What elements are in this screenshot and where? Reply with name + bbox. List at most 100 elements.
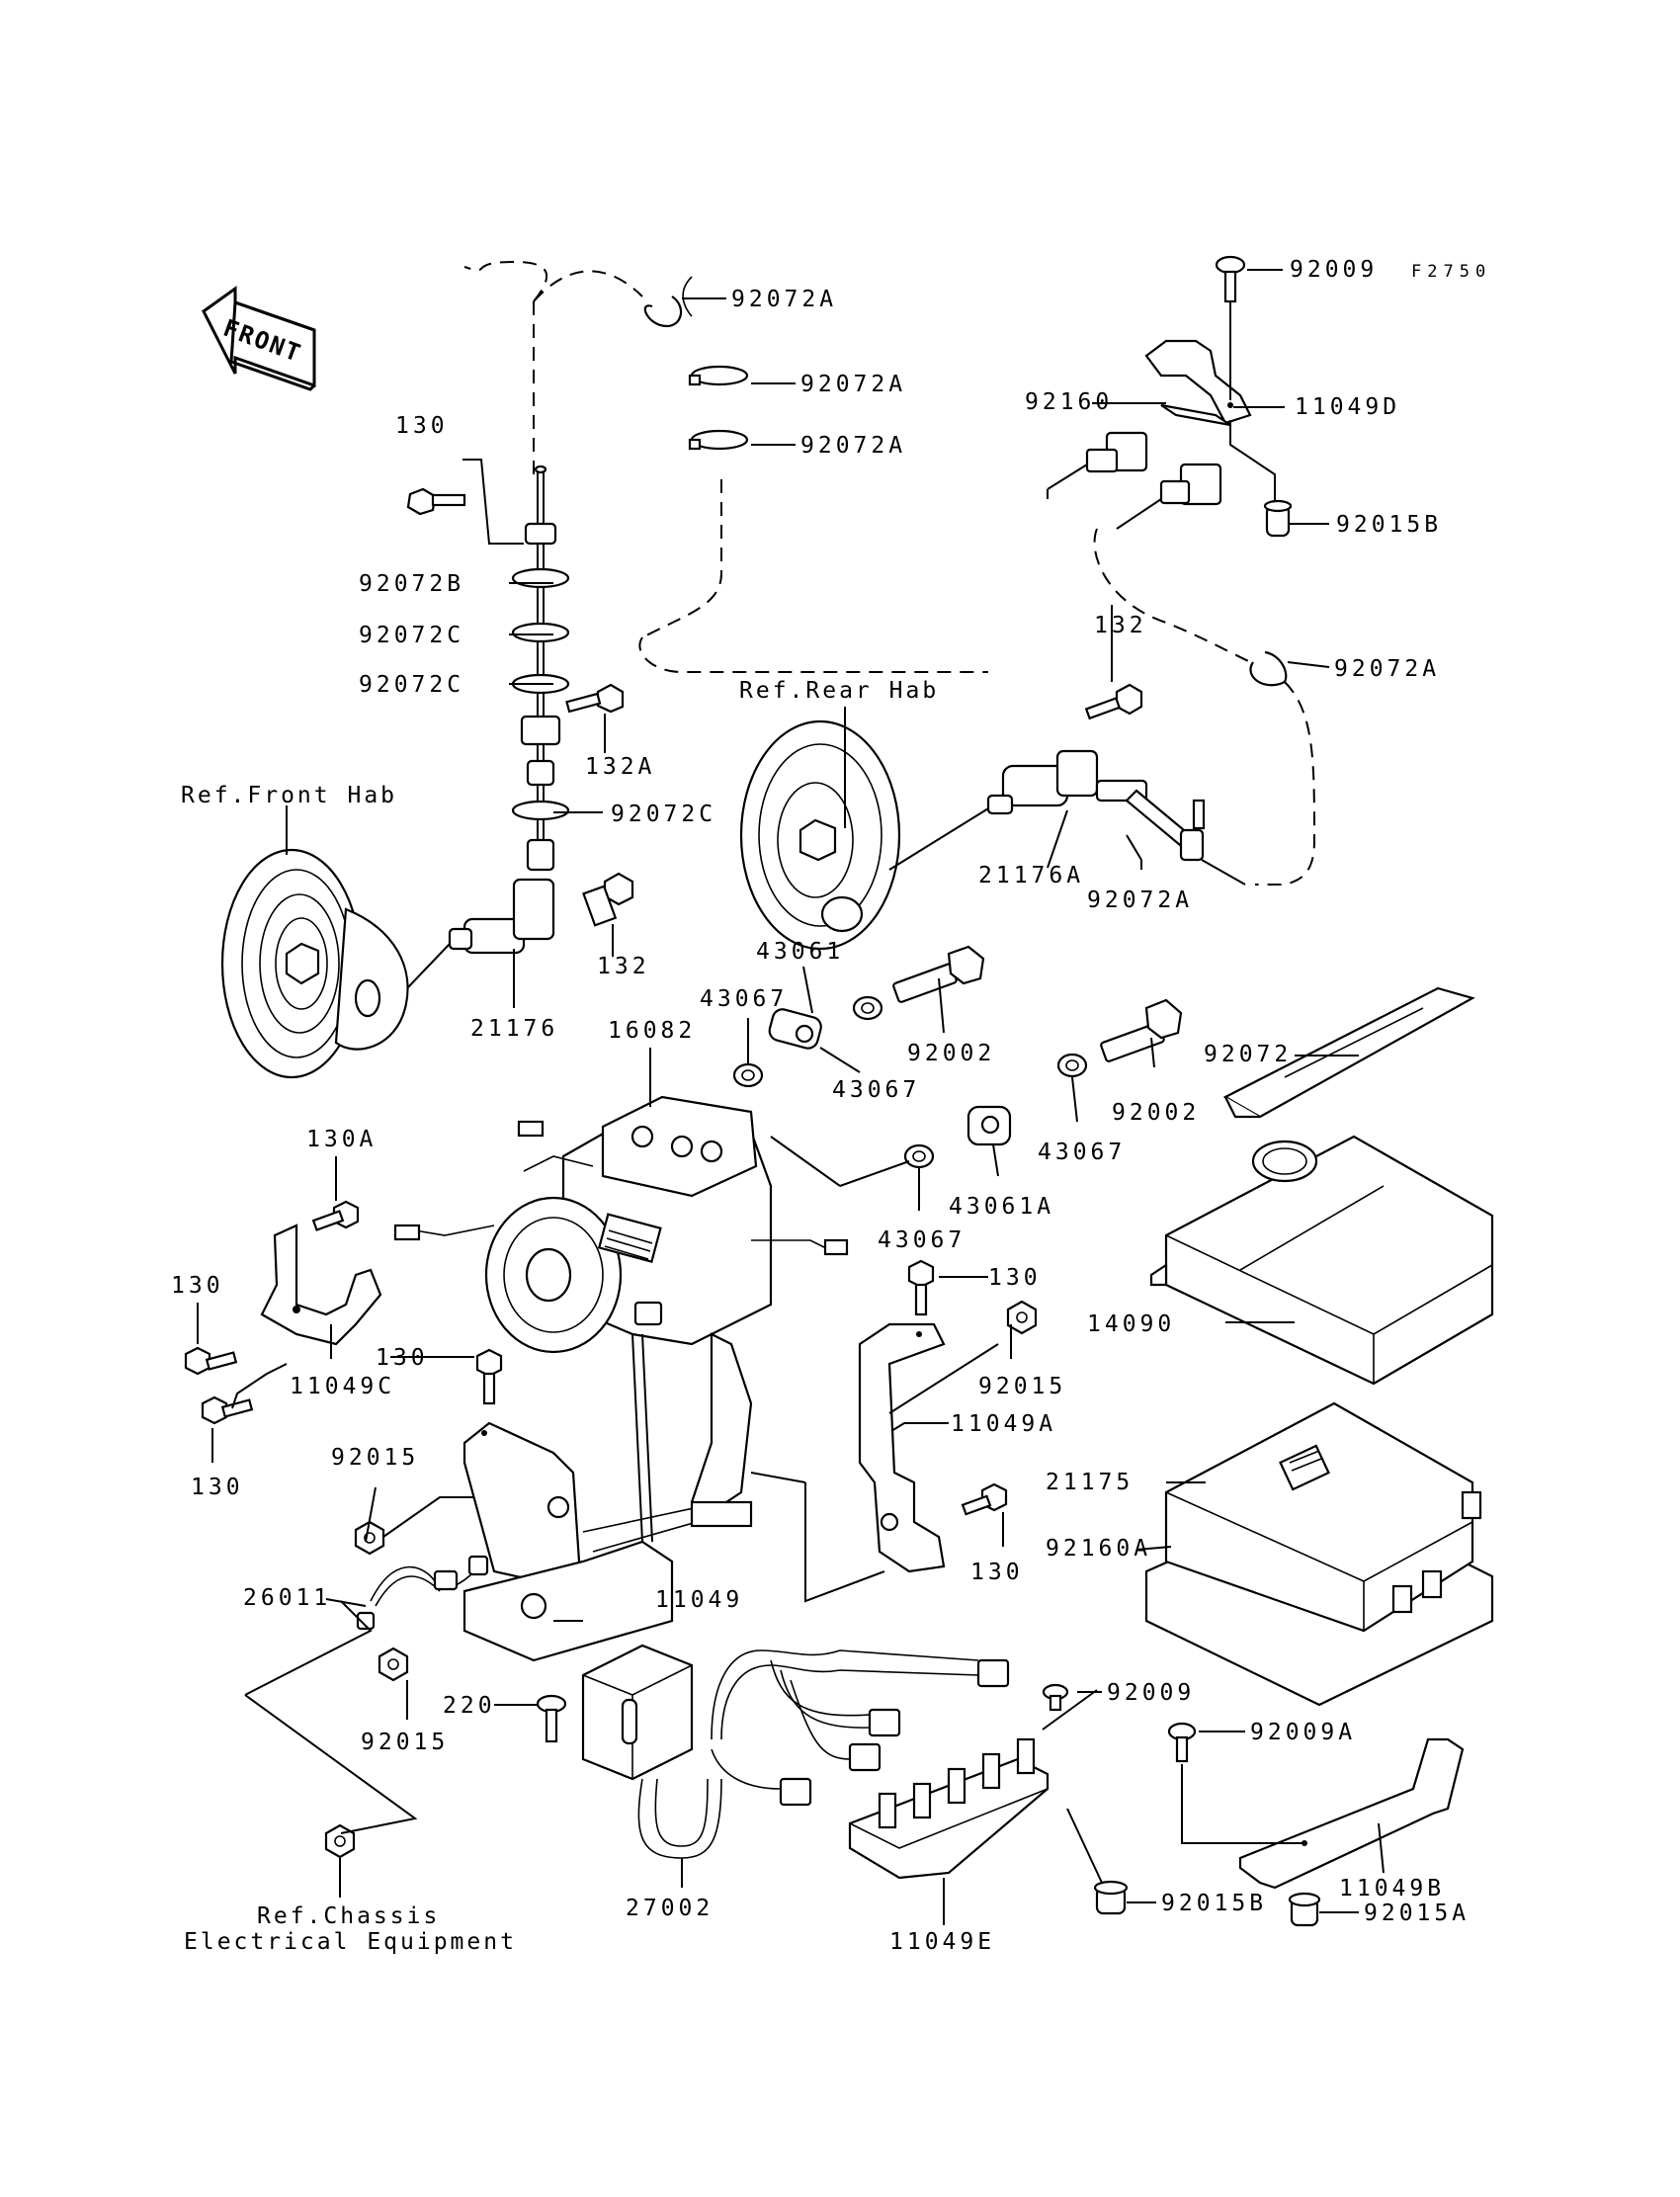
banjo-bolt-92002-a: [892, 945, 985, 1003]
bolt-92009-top: [1215, 255, 1246, 303]
label-92009A: 92009A: [1250, 1720, 1356, 1745]
clamp-92072A-right: [1249, 650, 1288, 687]
label-92009-mid: 92009: [1107, 1680, 1195, 1706]
label-21176A: 21176A: [978, 863, 1084, 888]
bolt-92009-mid: [1042, 1683, 1069, 1712]
front-wheel-sensor-21176: [406, 878, 555, 989]
bolt-92009A: [1167, 1722, 1197, 1763]
washer-43067-b: [852, 995, 883, 1021]
label-43061A: 43061A: [949, 1194, 1054, 1220]
label-rear-hub-ref: Ref.Rear Hab: [739, 678, 939, 704]
rear-wheel-sensor-21176A: [986, 749, 1246, 886]
label-14090: 14090: [1087, 1311, 1175, 1337]
harness-26011: [356, 1555, 489, 1631]
label-92072A-4: 92072A: [1334, 656, 1440, 682]
label-11049A: 11049A: [951, 1411, 1056, 1437]
rear-hub: [739, 719, 994, 951]
bolt-130-right: [907, 1259, 935, 1316]
clamp-92072A-top: [643, 276, 693, 328]
bolt-220: [536, 1694, 567, 1743]
label-92015B-top: 92015B: [1336, 512, 1442, 538]
label-92002-2: 92002: [1112, 1100, 1200, 1126]
label-43067-2: 43067: [832, 1077, 920, 1103]
washer-43067-a: [732, 1062, 764, 1088]
label-43067-3: 43067: [1038, 1140, 1126, 1165]
label-92015A: 92015A: [1364, 1901, 1470, 1926]
grommet-92015B-bottom: [1093, 1880, 1129, 1915]
label-43067-1: 43067: [700, 986, 788, 1012]
label-130-bracket-top: 130: [988, 1265, 1042, 1291]
nut-92015-mid: [1006, 1300, 1038, 1335]
figure-code: F2750: [1411, 262, 1491, 282]
nut-92015-lower: [378, 1647, 409, 1682]
clamp-92072A-3: [688, 429, 749, 451]
label-92072C-1: 92072C: [359, 623, 464, 648]
control-unit-21175: [1164, 1401, 1482, 1633]
label-chassis-ref-1: Ref.Chassis: [257, 1903, 440, 1929]
label-21176: 21176: [470, 1016, 558, 1042]
grommet-92015B-top: [1263, 499, 1293, 538]
label-92072A-1: 92072A: [731, 287, 837, 312]
label-chassis-ref-2: Electrical Equipment: [184, 1929, 517, 1955]
bolt-130-top: [406, 487, 466, 516]
label-130-left: 130: [171, 1273, 224, 1299]
bolt-130-left: [184, 1346, 238, 1376]
bolt-130-mid: [475, 1348, 503, 1405]
label-130-top: 130: [395, 413, 449, 439]
label-21175: 21175: [1046, 1470, 1134, 1495]
label-92002-1: 92002: [907, 1041, 995, 1066]
part-labels: 92009 92072A 92072A 92072A 92160 11049D …: [171, 257, 1470, 1955]
label-130-mid: 130: [376, 1345, 429, 1371]
label-92015B-bottom: 92015B: [1161, 1891, 1267, 1916]
label-front-hub-ref: Ref.Front Hab: [181, 783, 397, 808]
label-220: 220: [443, 1693, 496, 1719]
bolt-130-bracket: [961, 1482, 1008, 1516]
grommet-92015A: [1288, 1892, 1321, 1927]
connector-right-top: [1116, 463, 1222, 530]
union-43061: [768, 1008, 822, 1050]
label-16082: 16082: [608, 1018, 696, 1044]
strap-92072: [1222, 986, 1475, 1119]
label-11049E: 11049E: [889, 1929, 995, 1955]
label-92072A-5: 92072A: [1087, 887, 1193, 913]
sensor-cable-paths: [463, 260, 1316, 886]
clamp-92072A-2: [688, 365, 749, 386]
frame-11049: [462, 1332, 753, 1662]
label-27002: 27002: [626, 1896, 714, 1921]
label-92072: 92072: [1204, 1042, 1292, 1067]
union-43061A: [966, 1105, 1012, 1146]
leader-lines-center: [750, 1343, 999, 1603]
brake-line-b: [839, 1160, 910, 1187]
label-26011: 26011: [243, 1585, 331, 1611]
washer-43067-c: [1056, 1053, 1088, 1078]
label-92015-mid: 92015: [978, 1374, 1066, 1399]
label-92015-lower: 92015: [361, 1730, 449, 1755]
front-sensor-rod: [511, 465, 570, 872]
nut-chassis: [324, 1823, 356, 1859]
label-132-rear: 132: [1094, 613, 1147, 638]
front-arrow-icon: FRONT: [202, 286, 316, 391]
nut-92015-left: [354, 1520, 385, 1556]
bolt-132-front: [582, 872, 634, 927]
label-92072C-2: 92072C: [359, 672, 464, 698]
bracket-11049A: [858, 1322, 946, 1573]
washer-43067-d: [903, 1143, 935, 1169]
label-92160A: 92160A: [1046, 1536, 1151, 1562]
label-92015-left: 92015: [331, 1445, 419, 1471]
ecu-14090: [1149, 1135, 1494, 1386]
bracket-11049D: [1144, 339, 1252, 425]
bolt-130-lower-left: [201, 1395, 254, 1425]
relay-27002: [581, 1644, 722, 1859]
connector-left-top: [1047, 431, 1148, 499]
banjo-bolt-92002-b: [1100, 998, 1183, 1062]
hydraulic-unit-16082: [393, 1095, 849, 1354]
label-92072B: 92072B: [359, 571, 464, 597]
label-43067-4: 43067: [878, 1227, 966, 1253]
bracket-11049C: [260, 1224, 382, 1346]
brake-line-a: [770, 1136, 841, 1187]
bracket-11049B: [1238, 1737, 1465, 1890]
label-132A: 132A: [585, 754, 655, 780]
label-92072A-2: 92072A: [800, 372, 906, 397]
label-92160: 92160: [1025, 389, 1113, 415]
label-11049D: 11049D: [1295, 394, 1400, 420]
